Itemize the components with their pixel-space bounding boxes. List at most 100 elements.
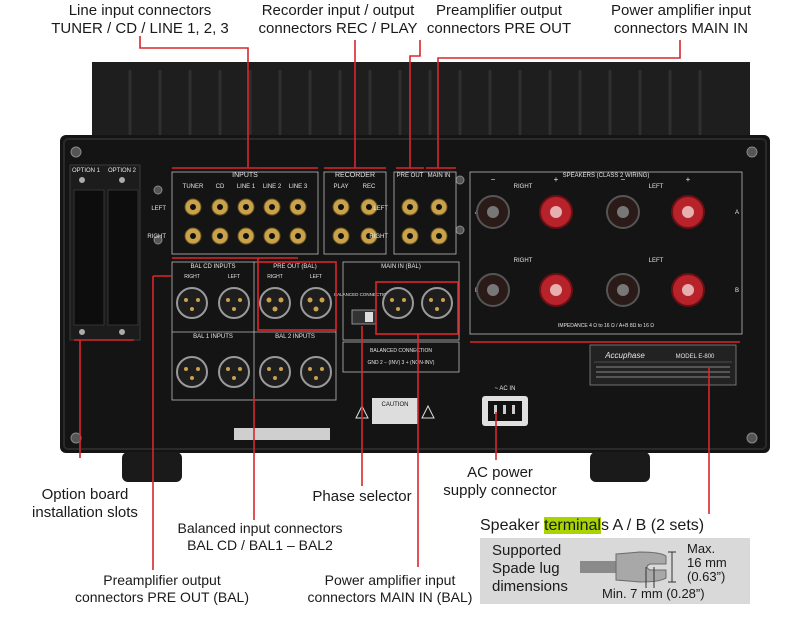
plus-text-2: +	[686, 175, 691, 184]
callout-phase: Phase selector	[292, 488, 432, 506]
spade-line2: Spade lug	[492, 560, 560, 577]
spk-a-right-text: A	[735, 210, 739, 216]
bal-conn-options-text: GND 2 − (INV) 3 + (NON-INV)	[368, 360, 435, 366]
option2-text: OPTION 2	[108, 168, 137, 174]
callout-line-inputs-1: Line input connectors	[68, 2, 212, 19]
callout-recorder-1: Recorder input / output	[261, 2, 415, 19]
callout-preout-bal: Preamplifier output connectors PRE OUT (…	[62, 572, 262, 606]
main-in-bal-text: MAIN IN (BAL)	[381, 264, 421, 270]
callout-phase-1: Phase selector	[312, 488, 412, 505]
speakers-text: SPEAKERS (CLASS 2 WIRING)	[563, 173, 650, 179]
bal-right-2: RIGHT	[267, 274, 283, 280]
foot-left	[122, 452, 182, 482]
minus-text-1: −	[491, 175, 496, 184]
spade-line1: Supported	[492, 542, 562, 559]
callout-mainin-bal: Power amplifier input connectors MAIN IN…	[290, 572, 490, 606]
option1-text: OPTION 1	[72, 168, 101, 174]
spade-max-mm: 16 mm	[687, 555, 727, 570]
right-text: RIGHT	[147, 234, 166, 240]
bal-cd-inputs-text: BAL CD INPUTS	[190, 264, 235, 270]
minus-text-2: −	[621, 175, 626, 184]
callout-option-2: installation slots	[32, 504, 138, 521]
spk-left-b-text: LEFT	[649, 258, 664, 264]
callout-balanced-1: Balanced input connectors	[177, 520, 343, 536]
spk-b-right-text: B	[735, 288, 739, 294]
pre-out-bal-text: PRE OUT (BAL)	[273, 264, 317, 270]
callout-preout-2: connectors PRE OUT	[426, 20, 572, 37]
callout-mainin-bal-1: Power amplifier input	[324, 572, 456, 588]
callout-lines	[74, 36, 740, 570]
callout-mainin-2: connectors MAIN IN	[613, 20, 749, 37]
bal-right-1: RIGHT	[184, 274, 200, 280]
bal1-inputs-text: BAL 1 INPUTS	[193, 334, 233, 340]
caution-label: CAUTION	[355, 398, 435, 424]
left-text-2: LEFT	[373, 206, 388, 212]
callout-mainin-bal-2: connectors MAIN IN (BAL)	[307, 589, 473, 605]
bal-left-2: LEFT	[310, 274, 322, 280]
rec-text: REC	[363, 184, 376, 190]
callout-recorder-2: connectors REC / PLAY	[258, 20, 418, 37]
callout-option: Option board installation slots	[20, 486, 150, 522]
model-plate: Accuphase MODEL E-800	[589, 344, 737, 386]
callout-line-inputs: Line input connectors TUNER / CD / LINE …	[30, 2, 250, 38]
spade-max-label: Max.	[687, 541, 716, 556]
callout-mainin: Power amplifier input connectors MAIN IN	[586, 2, 776, 38]
line1-text: LINE 1	[237, 184, 256, 190]
callout-line-inputs-2: TUNER / CD / LINE 1, 2, 3	[51, 20, 229, 37]
spade-lug-box: Supported Spade lug dimensions Max. 16 m…	[480, 538, 750, 604]
spk-right-b-text: RIGHT	[514, 258, 533, 264]
preout-mainin-block: PRE OUT MAIN IN LEFT RIGHT	[369, 171, 457, 255]
screws	[70, 146, 758, 444]
line-inputs-block: INPUTS TUNER CD LINE 1 LINE 2 LINE 3 LEF…	[147, 171, 319, 255]
callout-acpower-1: AC power	[467, 464, 533, 481]
balanced-section: BAL CD INPUTS PRE OUT (BAL) BAL 1 INPUTS…	[171, 261, 460, 401]
callout-preout: Preamplifier output connectors PRE OUT	[424, 2, 574, 38]
callout-speaker-terminals: Speaker terminals A / B (2 sets)	[480, 517, 780, 535]
bal2-inputs-text: BAL 2 INPUTS	[275, 334, 315, 340]
speaker-text-highlight: terminal	[544, 517, 601, 534]
play-text: PLAY	[334, 184, 349, 190]
plus-text-1: +	[554, 175, 559, 184]
callout-option-1: Option board	[41, 486, 129, 503]
line2-text: LINE 2	[263, 184, 282, 190]
brand-text: Accuphase	[604, 351, 645, 360]
ac-in-text: ~ AC IN	[495, 386, 516, 392]
right-text-2: RIGHT	[369, 234, 388, 240]
balanced-conn-text-1: BALANCED CONNECTION	[334, 292, 390, 297]
speaker-terminals-block: SPEAKERS (CLASS 2 WIRING) RIGHT LEFT RIG…	[469, 171, 743, 335]
recorder-text: RECORDER	[335, 172, 375, 179]
callout-balanced-2: BAL CD / BAL1 – BAL2	[187, 537, 333, 553]
balanced-conn-text-2: BALANCED CONNECTION	[370, 348, 432, 354]
line3-text: LINE 3	[289, 184, 308, 190]
left-text: LEFT	[151, 206, 166, 212]
serial-plate	[234, 428, 330, 440]
spade-min: Min. 7 mm (0.28”)	[602, 586, 705, 601]
spk-left-a-text: LEFT	[649, 184, 664, 190]
model-text: MODEL E-800	[676, 354, 715, 360]
speaker-text-after: s A / B (2 sets)	[600, 517, 705, 534]
cd-text: CD	[216, 184, 225, 190]
spade-max-in: (0.63”)	[687, 569, 726, 584]
main-in-text: MAIN IN	[428, 173, 451, 179]
option-board-slots: OPTION 1 OPTION 2	[69, 164, 141, 341]
callout-mainin-1: Power amplifier input	[610, 2, 752, 19]
pre-out-text: PRE OUT	[397, 173, 424, 179]
tuner-text: TUNER	[183, 184, 204, 190]
inputs-text: INPUTS	[232, 172, 258, 179]
callout-recorder: Recorder input / output connectors REC /…	[238, 2, 438, 38]
caution-text: CAUTION	[382, 402, 409, 408]
spade-lug-icon	[580, 551, 676, 588]
foot-right	[590, 452, 650, 482]
callout-preout-bal-2: connectors PRE OUT (BAL)	[74, 589, 250, 605]
callout-acpower-2: supply connector	[443, 482, 557, 499]
spade-line3: dimensions	[492, 578, 568, 595]
callout-preout-1: Preamplifier output	[436, 2, 562, 19]
callout-acpower: AC power supply connector	[430, 464, 570, 500]
impedance-text: IMPEDANCE 4 Ω to 16 Ω / A+B 8Ω to 16 Ω	[558, 323, 654, 329]
speaker-text-before: Speaker	[480, 517, 545, 534]
bal-left-1: LEFT	[228, 274, 240, 280]
callout-balanced: Balanced input connectors BAL CD / BAL1 …	[150, 520, 370, 554]
recorder-block: RECORDER PLAY REC	[323, 171, 387, 255]
callout-preout-bal-1: Preamplifier output	[103, 572, 221, 588]
